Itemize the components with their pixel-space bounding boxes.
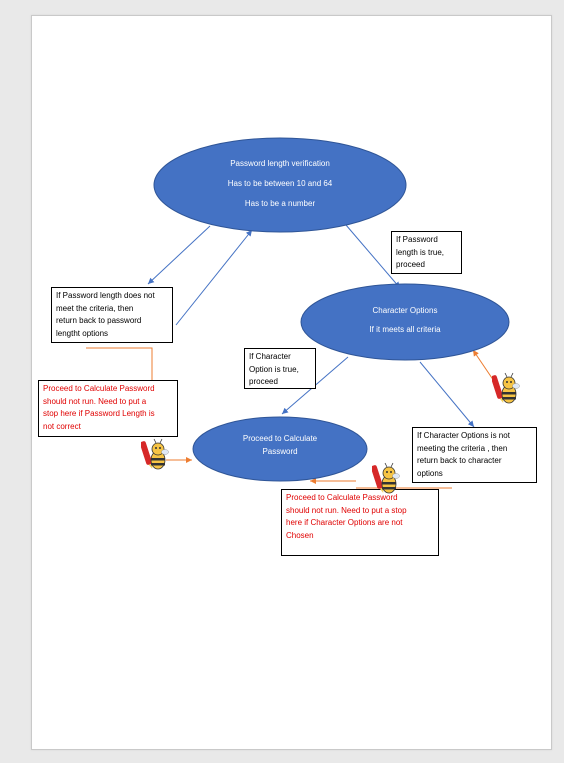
note-character-false: If Character Options is not meeting the … (412, 427, 537, 483)
node-calculate-password-line1: Proceed to Calculate (243, 434, 318, 443)
arrow-failure-note-to-password (175, 229, 253, 326)
arrow-password-to-character-options (345, 224, 401, 289)
bee-pencil-icon (492, 372, 520, 404)
note-stop-password: Proceed to Calculate Password should not… (38, 380, 178, 437)
node-calculate-password: Proceed to Calculate Password (192, 416, 368, 482)
node-character-options-line1: Character Options (373, 306, 438, 315)
node-calculate-password-line2: Password (262, 447, 297, 456)
orange-connector-password-stop (86, 347, 153, 380)
bee-pencil-icon (372, 462, 400, 494)
bee-pencil-icon (141, 438, 169, 470)
node-password-length-line2: Has to be between 10 and 64 (228, 179, 333, 188)
node-character-options-line2: If it meets all criteria (369, 325, 441, 334)
node-password-length-line1: Password length verification (230, 159, 330, 168)
node-password-length-line3: Has to be a number (245, 199, 316, 208)
arrow-password-to-failure-note (147, 225, 211, 285)
note-password-false: If Password length does not meet the cri… (51, 287, 173, 343)
node-password-length: Password length verification Has to be b… (153, 137, 407, 233)
node-character-options: Character Options If it meets all criter… (300, 283, 510, 361)
note-password-true: If Password length is true, proceed (391, 231, 462, 274)
arrow-character-options-to-failure-note (419, 361, 475, 428)
note-character-true: If Character Option is true, proceed (244, 348, 316, 389)
note-stop-character: Proceed to Calculate Password should not… (281, 489, 439, 556)
